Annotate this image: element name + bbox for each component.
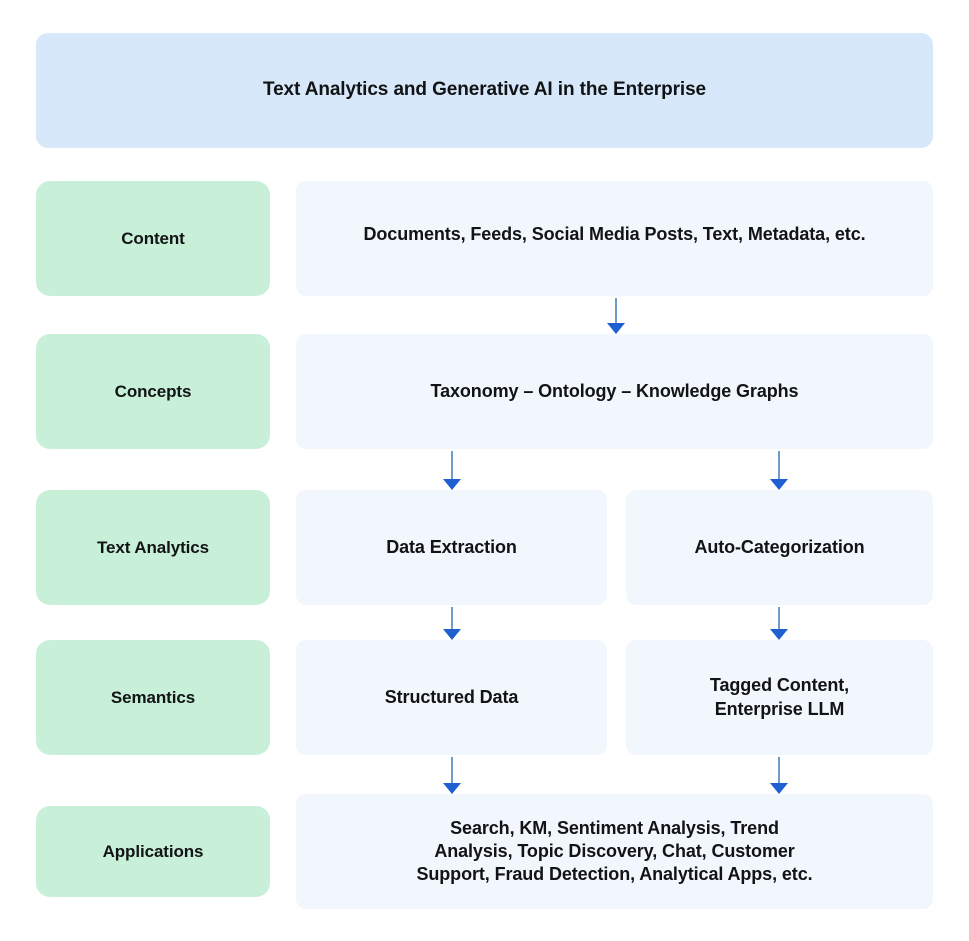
stage-label-applications: Applications xyxy=(36,806,270,897)
stage-label-concepts: Concepts xyxy=(36,334,270,449)
content-box-sources: Documents, Feeds, Social Media Posts, Te… xyxy=(296,181,933,296)
stage-label-content: Content xyxy=(36,181,270,296)
arrow-content-to-concepts-icon xyxy=(607,298,625,334)
content-box-structured-data: Structured Data xyxy=(296,640,607,755)
arrow-auto-categorization-to-tagged-content-icon xyxy=(770,607,788,640)
content-box-auto-categorization: Auto-Categorization xyxy=(626,490,933,605)
stage-label-semantics: Semantics xyxy=(36,640,270,755)
arrow-tagged-content-to-applications-icon xyxy=(770,757,788,794)
content-box-concepts: Taxonomy – Ontology – Knowledge Graphs xyxy=(296,334,933,449)
arrow-concepts-to-auto-categorization-icon xyxy=(770,451,788,490)
content-box-tagged-content: Tagged Content, Enterprise LLM xyxy=(626,640,933,755)
content-box-applications: Search, KM, Sentiment Analysis, Trend An… xyxy=(296,794,933,909)
arrow-data-extraction-to-structured-data-icon xyxy=(443,607,461,640)
arrow-concepts-to-data-extraction-icon xyxy=(443,451,461,490)
arrow-structured-data-to-applications-icon xyxy=(443,757,461,794)
stage-label-text-analytics: Text Analytics xyxy=(36,490,270,605)
diagram-title: Text Analytics and Generative AI in the … xyxy=(36,33,933,148)
content-box-data-extraction: Data Extraction xyxy=(296,490,607,605)
